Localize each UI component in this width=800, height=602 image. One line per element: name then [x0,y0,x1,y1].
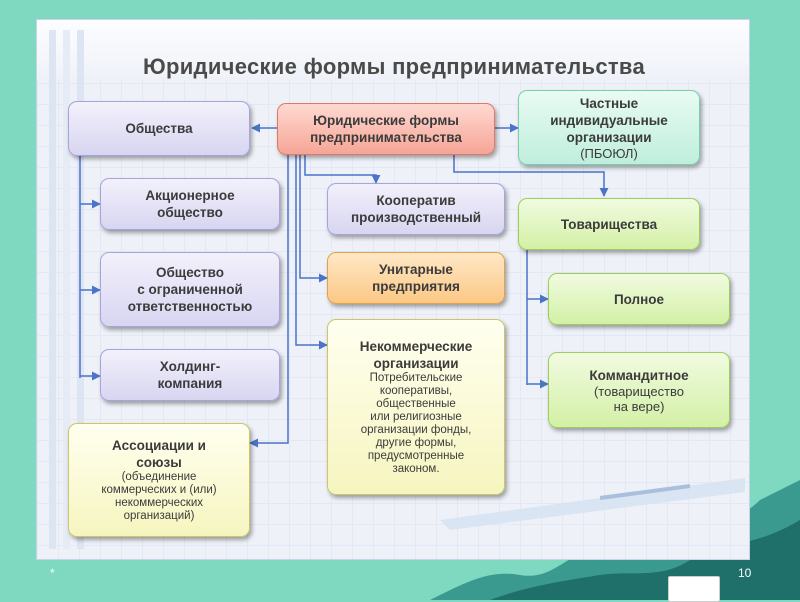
node-full-partnership: Полное [548,273,730,325]
node-label: Коммандитное [589,367,688,384]
node-description: организации фонды, [361,424,472,437]
node-llc: Общество с ограниченной ответственностью [100,252,280,327]
node-label: предприятия [372,278,460,295]
node-label: ответственностью [128,298,252,315]
node-label: союзы [136,454,182,471]
node-label: предпринимательства [310,129,462,146]
node-label: Юридические формы [313,112,459,129]
node-description: кооперативы, [380,385,452,398]
node-label: общество [157,204,223,221]
node-unitary: Унитарные предприятия [327,252,505,304]
node-label: Некоммерческие [360,338,473,355]
node-nonprofit: Некоммерческие организации Потребительск… [327,319,505,495]
slide-title: Юридические формы предпринимательства [37,54,750,80]
node-label: с ограниченной [137,281,243,298]
node-label: Ассоциации и [112,437,206,454]
node-label: Частные [580,95,638,112]
node-description: коммерческих и (или) [101,484,216,497]
node-description: общественные [376,398,455,411]
node-holding: Холдинг- компания [100,349,280,401]
node-label: организации [566,129,651,146]
node-description: законом. [392,463,439,476]
node-private-individual: Частные индивидуальные организации (ПБОЮ… [518,90,700,165]
node-cooperative: Кооператив производственный [327,183,505,235]
node-label: Кооператив [376,192,455,209]
node-description: или религиозные [370,411,461,424]
node-description: организаций) [124,510,195,523]
node-label: Полное [614,291,664,308]
node-label: Общества [125,120,192,137]
node-label: Унитарные [379,261,453,278]
node-description: некоммерческих [115,497,203,510]
node-label: организации [373,355,458,372]
card-decoration [668,576,720,602]
node-joint-stock: Акционерное общество [100,178,280,230]
node-note: (ПБОЮЛ) [580,146,638,161]
node-note: (товарищество [594,384,684,399]
node-associations: Ассоциации и союзы (объединение коммерче… [68,423,250,537]
node-note: на вере) [614,399,665,414]
node-label: производственный [351,209,481,226]
page-number: 10 [738,566,751,580]
node-limited-partnership: Коммандитное (товарищество на вере) [548,352,730,428]
node-label: Товарищества [561,216,657,233]
node-description: (объединение [122,471,197,484]
node-partnerships: Товарищества [518,198,700,250]
footer-mark: * [50,566,55,580]
node-description: Потребительские [370,372,463,385]
node-label: Общество [156,264,224,281]
node-description: другие формы, [376,437,457,450]
lane-stripe [49,30,56,549]
node-label: Холдинг- [160,358,220,375]
node-label: индивидуальные [550,112,668,129]
node-description: предусмотренные [368,450,464,463]
node-legal-forms-root: Юридические формы предпринимательства [277,103,495,155]
node-label: Акционерное [145,187,234,204]
node-label: компания [158,375,223,392]
node-societies: Общества [68,101,250,156]
